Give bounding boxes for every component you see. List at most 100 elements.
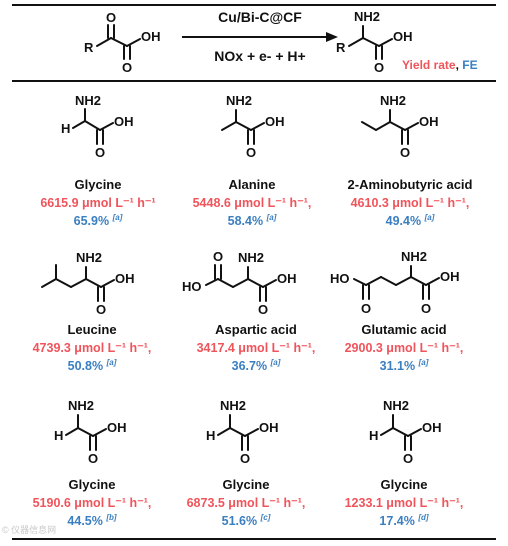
faradaic-efficiency: 58.4% — [227, 214, 264, 229]
product-card-glycine-4: Glycine 1233.1 μmol L⁻¹ h⁻¹, 17.4% [d] — [320, 477, 488, 528]
footnote: [a] — [106, 358, 117, 367]
atom-label: NH2 — [238, 250, 264, 265]
legend-separator: , — [455, 58, 463, 72]
footnote: [a] — [266, 213, 277, 222]
atom-label: H — [54, 428, 63, 443]
atom-label: O — [246, 145, 256, 160]
structure-leucine: NH2 OH O — [41, 250, 135, 317]
product-card-aminobutyric-acid: 2-Aminobutyric acid 4610.3 μmol L⁻¹ h⁻¹,… — [326, 177, 494, 228]
catalyst-label: Cu/Bi-C@CF — [218, 9, 302, 25]
faradaic-efficiency: 51.6% — [221, 514, 258, 529]
yield-rate: 3417.4 μmol L⁻¹ h⁻¹, — [196, 341, 316, 355]
product-name: Glycine — [74, 177, 122, 192]
atom-label: O — [258, 302, 268, 317]
header-rule — [12, 80, 496, 82]
atom-label: OH — [115, 271, 135, 286]
legend-fe: FE — [462, 58, 478, 72]
product-card-glycine-3: Glycine 6873.5 μmol L⁻¹ h⁻¹, 51.6% [c] — [162, 477, 330, 528]
yield-rate: 5190.6 μmol L⁻¹ h⁻¹, — [32, 496, 152, 510]
footnote: [a] — [418, 358, 429, 367]
atom-label: NH2 — [68, 398, 94, 413]
atom-label: O — [95, 145, 105, 160]
yield-rate: 4739.3 μmol L⁻¹ h⁻¹, — [32, 341, 152, 355]
atom-label: O — [421, 301, 431, 316]
footnote: [c] — [260, 513, 271, 522]
atom-label: OH — [277, 271, 297, 286]
legend: Yield rate, FE — [402, 58, 478, 72]
yield-rate: 6873.5 μmol L⁻¹ h⁻¹, — [186, 496, 306, 510]
atom-label: NH2 — [220, 398, 246, 413]
faradaic-efficiency: 31.1% — [379, 359, 416, 374]
product-name: Aspartic acid — [215, 322, 297, 337]
atom-label: H — [61, 121, 70, 136]
faradaic-efficiency: 44.5% — [67, 514, 103, 529]
product-name: Glycine — [222, 477, 270, 492]
product-card-alanine: Alanine 5448.6 μmol L⁻¹ h⁻¹, 58.4% [a] — [168, 177, 336, 228]
reaction-arrow — [182, 32, 338, 42]
atom-label: NH2 — [383, 398, 409, 413]
yield-rate: 1233.1 μmol L⁻¹ h⁻¹, — [344, 496, 464, 510]
product-card-glutamic-acid: Glutamic acid 2900.3 μmol L⁻¹ h⁻¹, 31.1%… — [320, 322, 488, 373]
product-nh2-label: NH2 — [354, 9, 380, 24]
atom-label: NH2 — [75, 93, 101, 108]
atom-label: OH — [259, 420, 279, 435]
structure-glycine-2: H NH2 OH O — [54, 398, 127, 466]
reactant-oh-label: OH — [141, 29, 161, 44]
yield-rate: 6615.9 μmol L⁻¹ h⁻¹ — [40, 196, 156, 210]
atom-label: OH — [440, 269, 460, 284]
product-name: Glycine — [380, 477, 428, 492]
atom-label: OH — [422, 420, 442, 435]
top-rule — [12, 4, 496, 6]
atom-label: OH — [114, 114, 134, 129]
footnote: [a] — [424, 213, 435, 222]
structure-glutamic-acid: HO O NH2 OH O — [330, 249, 460, 316]
structure-aminobutyric-acid: NH2 OH O — [361, 93, 439, 160]
reactant-r-label: R — [84, 40, 94, 55]
faradaic-efficiency: 36.7% — [231, 359, 268, 374]
structure-glycine-1: H NH2 OH O — [61, 93, 134, 160]
atom-label: OH — [419, 114, 439, 129]
atom-label: OH — [107, 420, 127, 435]
faradaic-efficiency: 49.4% — [385, 214, 422, 229]
structure-glycine-3: H NH2 OH O — [206, 398, 279, 466]
footnote: [d] — [418, 513, 429, 522]
footnote: [a] — [112, 213, 123, 222]
product-oh-label: OH — [393, 29, 413, 44]
atom-label: NH2 — [76, 250, 102, 265]
product-o-label: O — [374, 60, 384, 75]
product-card-glycine-1: Glycine 6615.9 μmol L⁻¹ h⁻¹ 65.9% [a] — [14, 177, 182, 228]
product-card-glycine-2: Glycine 5190.6 μmol L⁻¹ h⁻¹, 44.5% [b] — [8, 477, 176, 528]
watermark: © 仪器信息网 — [2, 525, 57, 535]
atom-label: HO — [182, 279, 202, 294]
product-name: Glycine — [68, 477, 116, 492]
reactant-o-top-label: O — [106, 10, 116, 25]
product-name: 2-Aminobutyric acid — [347, 177, 473, 192]
atom-label: O — [361, 301, 371, 316]
faradaic-efficiency: 65.9% — [73, 214, 110, 229]
atom-label: O — [240, 451, 250, 466]
reactant-o-bottom-label: O — [122, 60, 132, 75]
faradaic-efficiency: 17.4% — [379, 514, 415, 529]
atom-label: NH2 — [401, 249, 427, 264]
atom-label: HO — [330, 271, 350, 286]
product-name: Alanine — [228, 177, 276, 192]
product-card-aspartic-acid: Aspartic acid 3417.4 μmol L⁻¹ h⁻¹, 36.7%… — [172, 322, 340, 373]
atom-label: H — [206, 428, 215, 443]
atom-label: O — [88, 451, 98, 466]
atom-label: O — [96, 302, 106, 317]
atom-label: O — [400, 145, 410, 160]
structure-alanine: NH2 OH O — [221, 93, 285, 160]
yield-rate: 4610.3 μmol L⁻¹ h⁻¹, — [350, 196, 470, 210]
yield-rate: 2900.3 μmol L⁻¹ h⁻¹, — [344, 341, 464, 355]
atom-label: NH2 — [380, 93, 406, 108]
atom-label: NH2 — [226, 93, 252, 108]
footnote: [a] — [270, 358, 281, 367]
reactant-structure: R O OH O — [84, 10, 161, 75]
product-structure: R NH2 OH O — [336, 9, 413, 75]
product-name: Glutamic acid — [361, 322, 447, 337]
structure-aspartic-acid: HO O NH2 OH O — [182, 249, 297, 317]
structure-glycine-4: H NH2 OH O — [369, 398, 442, 466]
yield-rate: 5448.6 μmol L⁻¹ h⁻¹, — [192, 196, 312, 210]
atom-label: O — [403, 451, 413, 466]
